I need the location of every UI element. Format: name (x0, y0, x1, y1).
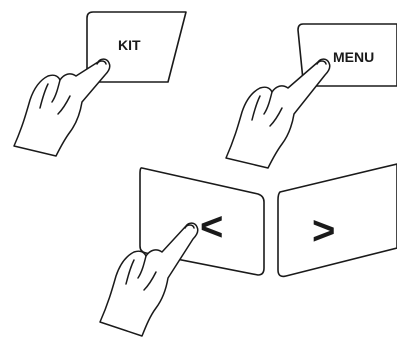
kit-button-label: KIT (118, 37, 141, 53)
next-button-face (277, 163, 397, 278)
next-button-label: > (312, 209, 335, 253)
hand-pressing-kit (13, 58, 111, 157)
hand-pressing-prev (99, 222, 199, 337)
prev-button-label: < (200, 205, 223, 249)
pointing-hand-icon (13, 58, 111, 157)
pointing-hand-icon (225, 58, 331, 169)
hand-pressing-menu (225, 58, 331, 169)
menu-button-label: MENU (333, 49, 374, 65)
next-button[interactable]: > (277, 163, 397, 278)
